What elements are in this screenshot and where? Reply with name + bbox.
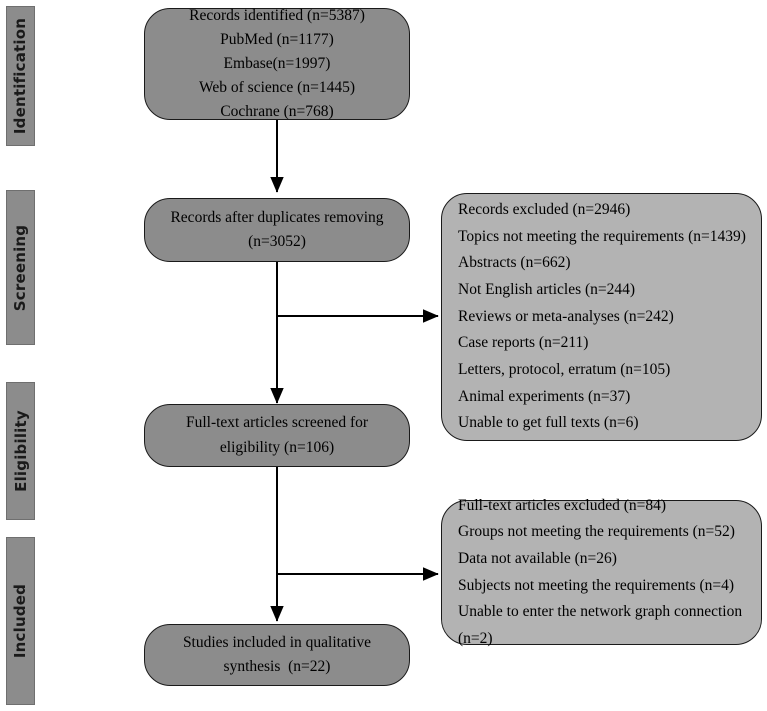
flow-line: Records identified (n=5387) [189,6,365,24]
exclusion-line: Unable to enter the network graph connec… [458,603,746,647]
flow-line: (n=3052) [248,233,306,250]
exclusion-line: Reviews or meta-analyses (n=242) [458,307,674,325]
stage-bar-eligibility: Eligibility [6,382,35,520]
flow-line: Cochrane (n=768) [220,103,334,121]
flow-line: Studies included in qualitative [182,633,372,651]
stage-label-screening: Screening [11,224,30,311]
exclusion-line: Letters, protocol, erratum (n=105) [458,360,671,378]
stage-label-eligibility: Eligibility [11,410,30,492]
exclusion-box-records-excluded: Records excluded (n=2946) Topics not mee… [441,193,762,441]
flow-line: Embase(n=1997) [223,55,331,72]
exclusion-line: Case reports (n=211) [458,334,589,352]
exclusion-line: Data not available (n=26) [458,549,617,567]
stage-bar-screening: Screening [6,190,35,345]
exclusion-line: Full-text articles excluded (n=84) [458,496,667,514]
flow-line: synthesis (n=22) [223,658,331,675]
stage-label-identification: Identification [11,17,30,135]
exclusion-box-full-text-excluded: Full-text articles excluded (n=84) Group… [441,497,762,647]
exclusion-line: Topics not meeting the requirements (n=1… [458,227,746,245]
flow-line: Web of science (n=1445) [199,79,355,97]
exclusion-line: Records excluded (n=2946) [458,201,631,219]
stage-bar-included: Included [6,537,35,705]
flow-line: Records after duplicates removing [170,208,384,226]
flow-line: eligibility (n=106) [219,438,335,456]
flow-line: Full-text articles screened for [185,414,369,432]
exclusion-line: Animal experiments (n=37) [458,387,631,405]
flow-line: PubMed (n=1177) [220,30,334,48]
stage-bar-identification: Identification [6,6,35,146]
exclusion-line: Not English articles (n=244) [458,281,636,299]
flow-box-studies-included: Studies included in qualitative synthesi… [144,624,410,686]
exclusion-line: Unable to get full texts (n=6) [458,414,639,432]
flow-box-full-text-screened: Full-text articles screened for eligibil… [144,404,410,467]
exclusion-line: Abstracts (n=662) [458,254,571,272]
flow-box-records-identified: Records identified (n=5387) PubMed (n=11… [144,7,410,120]
exclusion-line: Subjects not meeting the requirements (n… [458,576,735,594]
stage-label-included: Included [11,583,30,659]
flow-box-records-after-duplicates: Records after duplicates removing (n=305… [144,198,410,262]
exclusion-line: Groups not meeting the requirements (n=5… [458,523,735,541]
